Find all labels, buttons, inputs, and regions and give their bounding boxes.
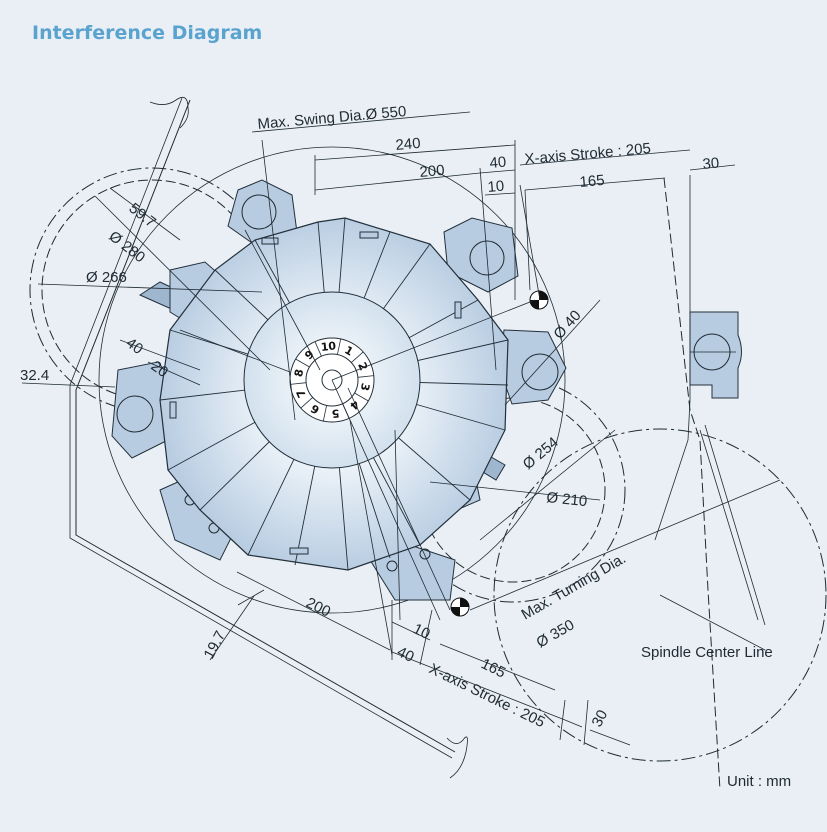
station-divider [300, 397, 313, 409]
dim-10-top: 10 [487, 178, 505, 196]
dim-32-4: 32.4 [20, 367, 49, 384]
dia-266-label: Ø 266 [86, 269, 127, 286]
station-divider [357, 375, 374, 378]
station-number-10: 10 [320, 339, 337, 354]
station-divider [351, 351, 364, 363]
dim-165-top: 165 [579, 172, 605, 191]
dim-165-bottom: 165 [478, 655, 508, 681]
station-divider [314, 341, 322, 357]
dim-10-bottom: 10 [410, 620, 432, 643]
machine-envelope-line [69, 96, 468, 779]
dim-40-bottom: 40 [394, 643, 416, 666]
dimension-lines [21, 111, 781, 746]
dim-30-bottom: 30 [589, 707, 612, 730]
dia-40-label: Ø 40 [550, 307, 584, 343]
station-divider [290, 382, 307, 385]
station-number-5: 5 [331, 406, 340, 420]
dim-240-top: 240 [395, 135, 421, 154]
spindle-chuck [689, 311, 742, 399]
center-marks [450, 290, 549, 617]
dim-40-left: 40 [123, 334, 146, 358]
station-divider [337, 338, 342, 355]
dia-350-label: Ø 350 [534, 616, 578, 651]
dim-19-7: 19.7 [201, 628, 230, 662]
station-divider [295, 358, 310, 368]
unit-label: Unit : mm [727, 773, 792, 790]
dia-254-label: Ø 254 [520, 434, 562, 473]
spindle-center-lines [654, 175, 766, 791]
spindle-center-label: Spindle Center Line [641, 644, 773, 661]
station-divider [354, 392, 369, 402]
max-swing-label: Max. Swing Dia.Ø 550 [257, 103, 407, 133]
max-turning-circle [493, 428, 827, 762]
max-turning-label: Max. Turning Dia. [519, 550, 629, 623]
dim-200-top: 200 [419, 162, 445, 181]
dim-40-top: 40 [489, 154, 507, 172]
station-divider [322, 405, 327, 422]
dim-200-bottom: 200 [303, 594, 333, 620]
max-swing-circle [98, 146, 566, 614]
station-number-8: 8 [292, 368, 306, 378]
station-number-3: 3 [358, 382, 372, 392]
dim-59-7: 59.7 [126, 200, 159, 231]
diagram-title: Interference Diagram [32, 22, 263, 44]
dim-30-top: 30 [702, 155, 720, 173]
x-stroke-top-label: X-axis Stroke : 205 [524, 140, 652, 168]
dia-210-label: Ø 210 [546, 489, 588, 510]
dim-20-left: 20 [148, 357, 171, 381]
